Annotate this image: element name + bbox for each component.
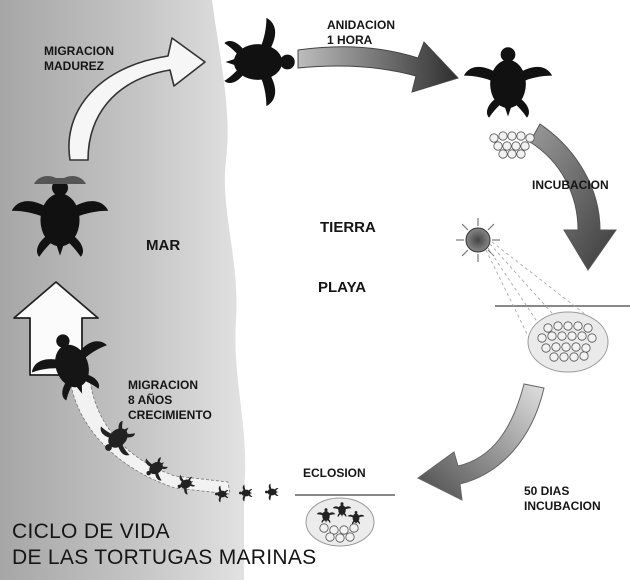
label-migration-growth: MIGRACION 8 AÑOS CRECIMIENTO (128, 378, 212, 422)
arrow-migration-maturity (68, 37, 206, 161)
label-migration-maturity: MIGRACION MADUREZ (44, 44, 114, 73)
arrow-nesting (297, 41, 459, 93)
diagram-title-line-1: CICLO DE VIDA (12, 520, 170, 543)
arrow-incubation (529, 123, 617, 271)
label-incubation: INCUBACION (532, 178, 609, 192)
eggs-cluster-nest-icon (489, 131, 535, 159)
zone-label-beach: PLAYA (318, 279, 367, 296)
arrow-50-days-incubation (417, 383, 545, 501)
hatching-nest-icon (305, 497, 375, 547)
label-50-days-incubation: 50 DIAS INCUBACION (524, 484, 601, 513)
zone-label-sea: MAR (146, 237, 181, 254)
label-hatching: ECLOSION (303, 466, 366, 480)
sun-rays-to-nest (485, 241, 591, 341)
adult-turtle-arriving-icon (224, 17, 295, 107)
zone-label-land: TIERRA (320, 219, 376, 236)
sun-icon (456, 218, 500, 262)
turtle-shell-detail-icon (34, 176, 86, 184)
label-nesting: ANIDACION 1 HORA (327, 18, 395, 47)
sea-area (0, 0, 246, 580)
diagram-title-line-2: DE LAS TORTUGAS MARINAS (12, 546, 317, 569)
nesting-turtle-icon (463, 47, 553, 118)
buried-eggs-nest-icon (527, 311, 609, 373)
